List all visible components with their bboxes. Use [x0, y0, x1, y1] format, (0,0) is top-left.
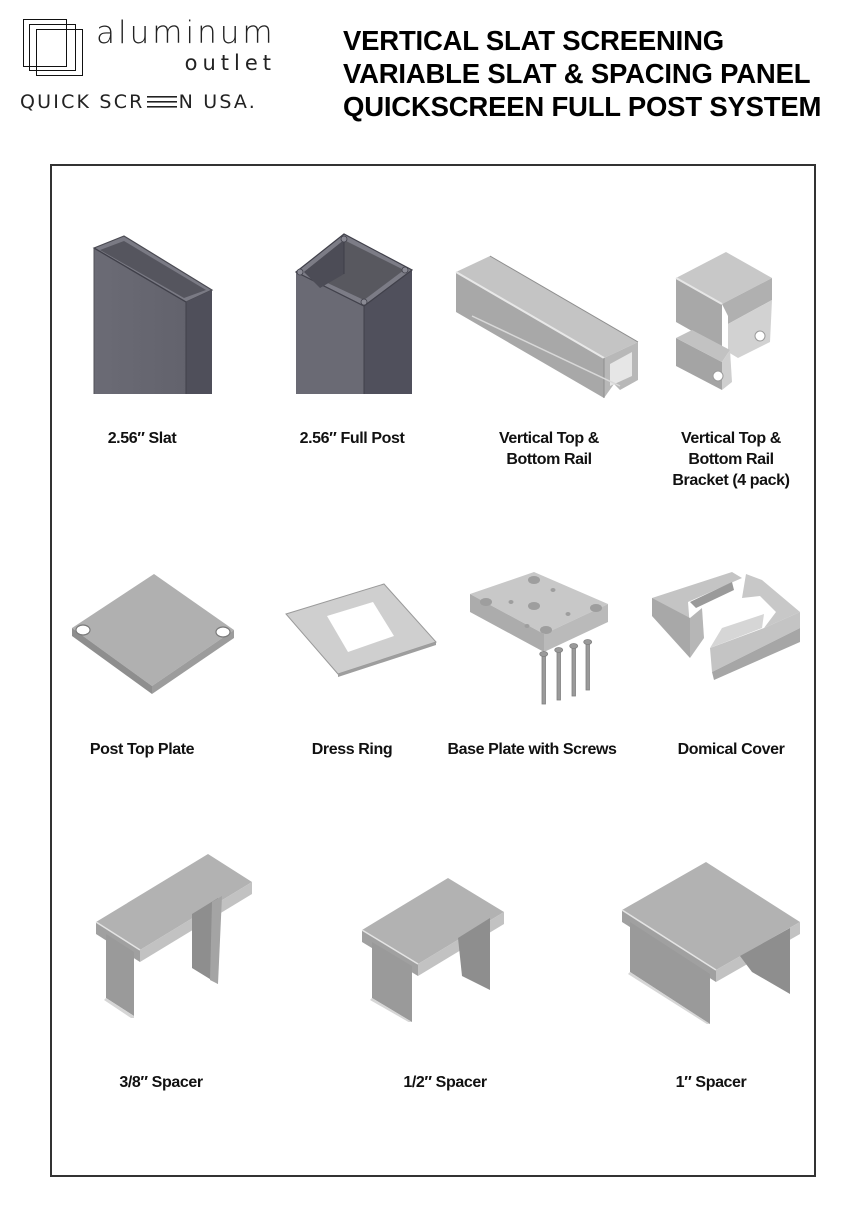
brand-name-line2: outlet [184, 51, 276, 75]
label-dress-ring: Dress Ring [311, 741, 393, 758]
overlapping-squares-icon [20, 16, 83, 78]
brand-logo: aluminum outlet QUICK SCR N USA. [18, 14, 288, 119]
label-full-post: 2.56″ Full Post [299, 430, 405, 447]
label-base-plate: Base Plate with Screws [447, 741, 617, 758]
slat-profile-icon [88, 230, 218, 396]
top-plate-icon [68, 572, 240, 696]
brand-tagline: QUICK SCR N USA. [20, 90, 257, 114]
tagline-part1: QUICK SCR [20, 91, 145, 113]
brand-name-line1: aluminum [96, 15, 276, 51]
spacer-icon [620, 860, 804, 1024]
components-frame [50, 164, 816, 1177]
label-domical-cover: Domical Cover [677, 741, 785, 758]
base-plate-screws-icon [466, 568, 612, 708]
square-post-icon [292, 228, 418, 396]
label-spacer-1: 1″ Spacer [675, 1074, 747, 1091]
spacer-icon [92, 852, 256, 1018]
domical-cover-icon [650, 568, 804, 684]
rail-channel-icon [452, 252, 642, 402]
label-rail-bracket: Vertical Top & Bottom Rail Bracket (4 pa… [672, 430, 790, 489]
label-spacer-1-2: 1/2″ Spacer [403, 1074, 487, 1091]
title-line-1: VERTICAL SLAT SCREENING [343, 25, 724, 56]
tagline-part2: N USA. [178, 91, 258, 113]
label-post-top-plate: Post Top Plate [89, 741, 195, 758]
rail-bracket-icon [670, 250, 780, 400]
label-top-bottom-rail: Vertical Top & Bottom Rail [499, 430, 599, 468]
title-line-3: QUICKSCREEN FULL POST SYSTEM [343, 91, 822, 122]
spacer-icon [358, 876, 508, 1022]
dress-ring-icon [284, 582, 438, 678]
label-spacer-3-8: 3/8″ Spacer [119, 1074, 203, 1091]
triple-bar-e-icon [146, 95, 177, 109]
label-slat: 2.56″ Slat [107, 430, 177, 447]
title-line-2: VARIABLE SLAT & SPACING PANEL [343, 58, 811, 89]
page-title: VERTICAL SLAT SCREENING VARIABLE SLAT & … [343, 24, 821, 123]
